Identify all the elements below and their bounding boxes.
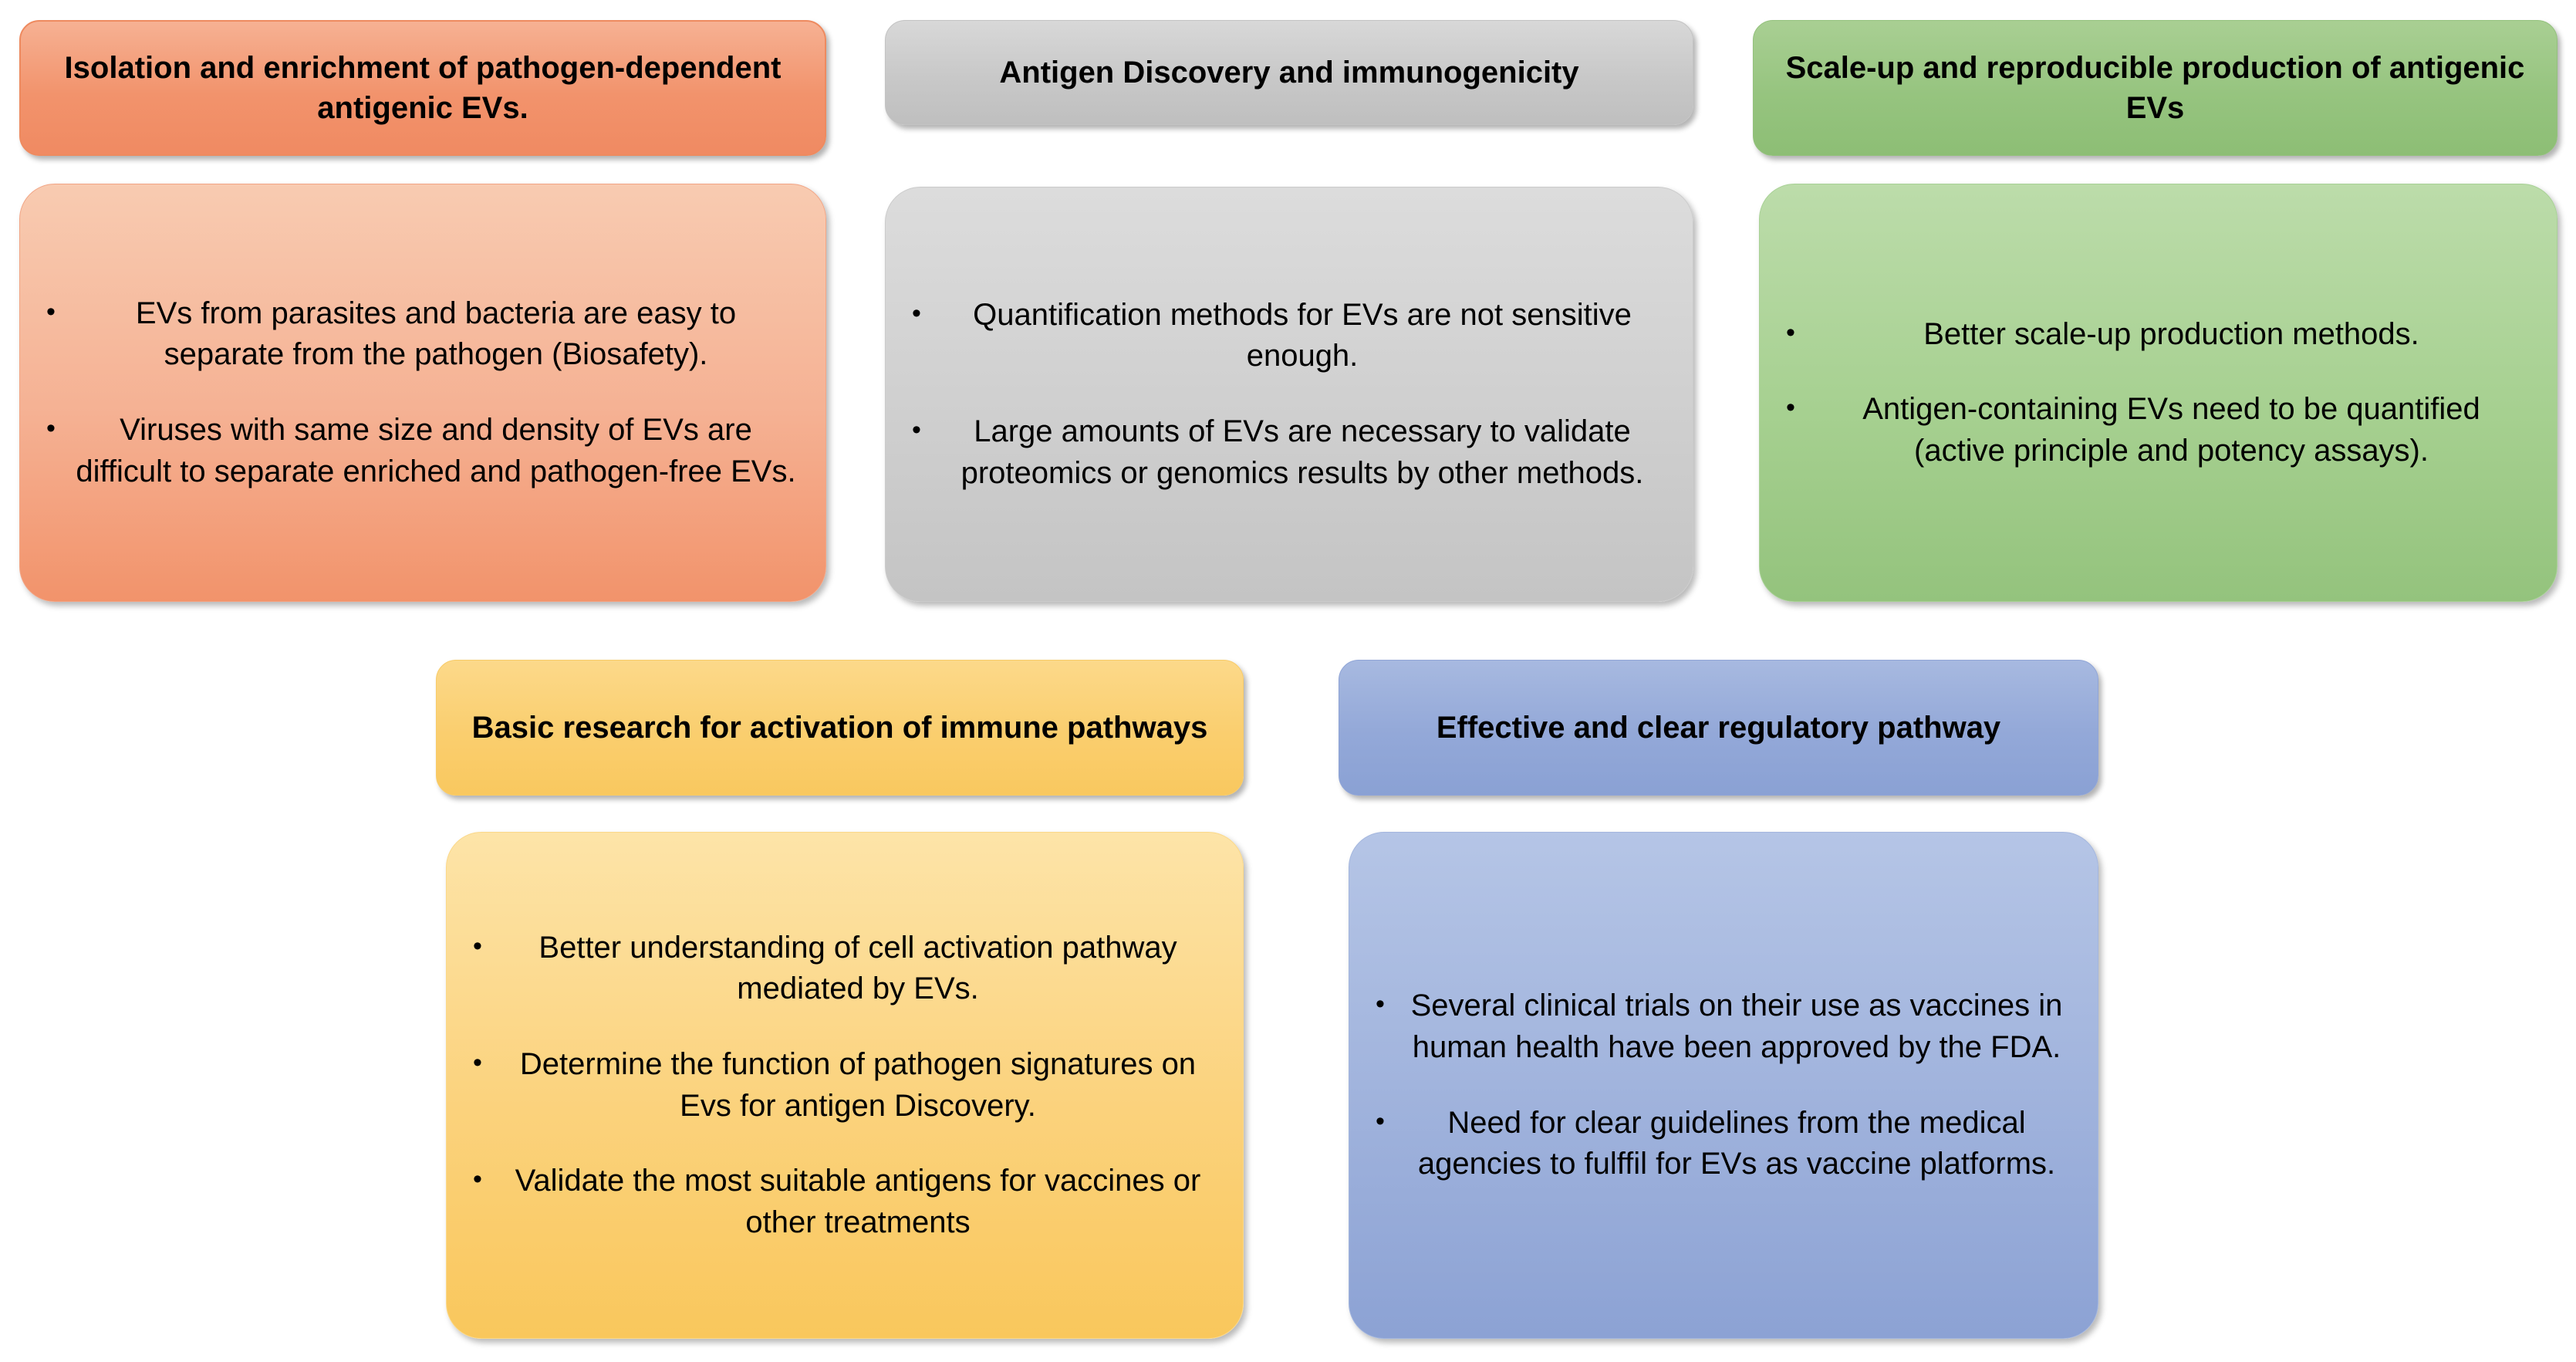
card-header-title-antigen-discovery: Antigen Discovery and immunogenicity (999, 56, 1579, 90)
bullet-list-isolation: • EVs from parasites and bacteria are ea… (46, 211, 796, 575)
list-item-text: Better understanding of cell activation … (538, 930, 1177, 1006)
card-header-title-isolation: Isolation and enrichment of pathogen-dep… (64, 51, 782, 125)
list-item: • Quantification methods for EVs are not… (912, 295, 1663, 377)
bullet-list-scale-up: • Better scale-up production methods. • … (1786, 211, 2527, 575)
card-body-regulatory-pathway: • Several clinical trials on their use a… (1349, 832, 2098, 1339)
bullet-point-icon: • (1786, 393, 1795, 423)
list-item: • Need for clear guidelines from the med… (1376, 1103, 2068, 1185)
bullet-point-icon: • (1376, 989, 1385, 1019)
bullet-point-icon: • (46, 414, 56, 443)
list-item: • Large amounts of EVs are necessary to … (912, 411, 1663, 494)
card-header-scale-up: Scale-up and reproducible production of … (1753, 20, 2557, 156)
card-header-title-basic-research: Basic research for activation of immune … (471, 711, 1208, 745)
list-item-text: Validate the most suitable antigens for … (515, 1164, 1201, 1239)
list-item: • Better scale-up production methods. (1786, 314, 2527, 356)
list-item-text: Large amounts of EVs are necessary to va… (961, 414, 1644, 490)
list-item-text: Determine the function of pathogen signa… (519, 1046, 1197, 1123)
card-body-basic-research: • Better understanding of cell activatio… (446, 832, 1244, 1339)
list-item-text: Need for clear guidelines from the medic… (1417, 1105, 2056, 1181)
list-item: • Validate the most suitable antigens fo… (473, 1161, 1214, 1243)
card-body-antigen-discovery: • Quantification methods for EVs are not… (885, 187, 1693, 602)
card-header-title-regulatory-pathway: Effective and clear regulatory pathway (1436, 711, 2001, 745)
list-item: • Better understanding of cell activatio… (473, 928, 1214, 1010)
list-item-text: EVs from parasites and bacteria are easy… (135, 296, 737, 372)
card-header-regulatory-pathway: Effective and clear regulatory pathway (1339, 660, 2098, 796)
card-header-title-scale-up: Scale-up and reproducible production of … (1785, 51, 2525, 125)
bullet-point-icon: • (473, 1047, 482, 1077)
bullet-point-icon: • (1786, 317, 1795, 347)
bullet-point-icon: • (473, 1164, 482, 1195)
bullet-point-icon: • (1376, 1106, 1385, 1136)
list-item-text: Quantification methods for EVs are not s… (973, 297, 1632, 373)
list-item: • Antigen-containing EVs need to be quan… (1786, 389, 2527, 471)
bullet-point-icon: • (473, 931, 482, 961)
bullet-point-icon: • (912, 415, 921, 444)
list-item: • Several clinical trials on their use a… (1376, 985, 2068, 1068)
list-item-text: Antigen-containing EVs need to be quanti… (1862, 392, 2480, 468)
bullet-point-icon: • (46, 296, 56, 326)
card-body-scale-up: • Better scale-up production methods. • … (1759, 184, 2557, 602)
list-item-text: Several clinical trials on their use as … (1410, 989, 2063, 1064)
bullet-list-antigen-discovery: • Quantification methods for EVs are not… (912, 214, 1663, 575)
card-body-isolation: • EVs from parasites and bacteria are ea… (19, 184, 826, 602)
bullet-list-basic-research: • Better understanding of cell activatio… (473, 859, 1214, 1312)
bullet-list-regulatory-pathway: • Several clinical trials on their use a… (1376, 859, 2068, 1312)
card-header-antigen-discovery: Antigen Discovery and immunogenicity (885, 20, 1693, 125)
list-item: • Determine the function of pathogen sig… (473, 1044, 1214, 1127)
card-header-isolation: Isolation and enrichment of pathogen-dep… (19, 20, 826, 156)
list-item: • Viruses with same size and density of … (46, 410, 796, 492)
bullet-point-icon: • (912, 298, 921, 328)
list-item-text: Better scale-up production methods. (1923, 316, 2419, 351)
list-item: • EVs from parasites and bacteria are ea… (46, 293, 796, 376)
card-header-basic-research: Basic research for activation of immune … (436, 660, 1244, 796)
list-item-text: Viruses with same size and density of EV… (76, 413, 796, 488)
